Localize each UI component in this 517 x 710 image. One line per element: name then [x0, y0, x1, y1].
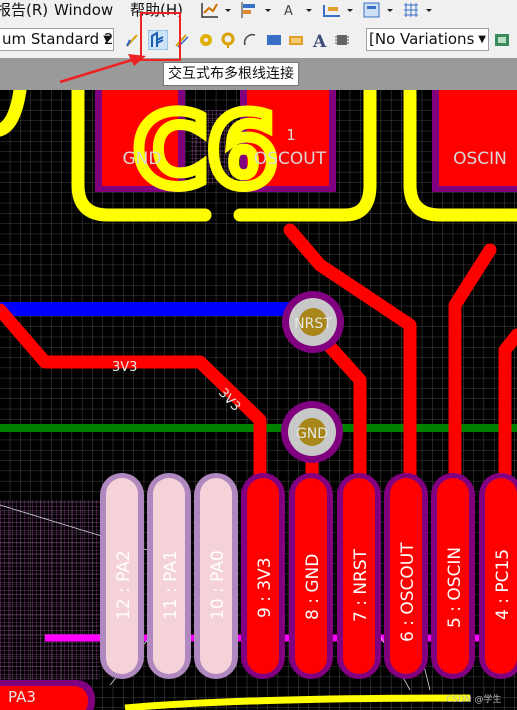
pad-gnd[interactable] — [102, 90, 178, 186]
pad-oscin[interactable] — [439, 90, 517, 186]
pin-5[interactable]: 5 : OSCIN — [431, 473, 475, 679]
find-icon[interactable]: A — [282, 1, 316, 19]
pad-icon[interactable] — [220, 32, 236, 48]
variations-combo[interactable]: [No Variations ▼ — [366, 28, 489, 51]
polygon-icon[interactable] — [288, 32, 304, 48]
pin-label-6: 6 : OSCOUT — [398, 542, 418, 642]
menu-report[interactable]: 报告(R) — [0, 1, 49, 19]
pad-pa3[interactable]: PA3 — [0, 680, 95, 710]
pin-8[interactable]: 8 : GND — [289, 473, 333, 679]
menu-bar: 报告(R) Window 帮助(H) A — [0, 0, 517, 24]
pad-label-pa3: PA3 — [8, 688, 36, 706]
silkscreen-outline — [0, 90, 517, 222]
report-icon[interactable] — [200, 1, 234, 19]
align-icon[interactable] — [241, 1, 275, 19]
pin-6[interactable]: 6 : OSCOUT — [384, 473, 428, 679]
standard-combo[interactable]: um Standard 2 ▼ — [0, 28, 114, 51]
pin-label-7: 7 : NRST — [351, 548, 371, 622]
svg-text:A: A — [312, 32, 327, 48]
tooltip: 交互式布多根线连接 — [163, 62, 299, 86]
pad-oscout[interactable] — [247, 90, 329, 186]
svg-text:A: A — [284, 4, 293, 19]
via-gnd[interactable]: GND — [281, 401, 343, 463]
chevron-down-icon: ▼ — [103, 34, 111, 45]
standard-combo-value: um Standard 2 — [2, 30, 114, 48]
polygon-hatch-top — [190, 110, 235, 185]
pin-10[interactable]: 10 : PA0 — [194, 473, 238, 679]
via-label-gnd: GND — [296, 426, 328, 442]
pin-7[interactable]: 7 : NRST — [337, 473, 381, 679]
blue-trace[interactable] — [0, 302, 310, 316]
fill-icon[interactable] — [266, 32, 282, 48]
route-single-icon[interactable] — [124, 32, 140, 48]
variant-icon[interactable] — [494, 32, 510, 48]
pin-9[interactable]: 9 : 3V3 — [241, 473, 285, 679]
via-icon[interactable] — [198, 32, 214, 48]
toolbar: um Standard 2 ▼ A [No Variations ▼ — [0, 24, 517, 58]
text-icon[interactable]: A — [312, 32, 328, 48]
pin-11[interactable]: 11 : PA1 — [147, 473, 191, 679]
watermark: CSDN @学生 — [446, 693, 502, 705]
via-nrst[interactable]: NRST — [282, 291, 344, 353]
pin-4[interactable]: 4 : PC15 — [479, 473, 517, 679]
via-label-nrst: NRST — [294, 316, 332, 332]
arc-icon[interactable] — [242, 32, 258, 48]
trace-3v3[interactable] — [0, 303, 267, 567]
pin-12[interactable]: 12 : PA2 — [100, 473, 144, 679]
highlight-box — [140, 12, 181, 61]
pad-number: 1 — [286, 126, 296, 144]
pin-label-9: 9 : 3V3 — [255, 557, 275, 618]
trace-oscout[interactable] — [283, 223, 417, 567]
pad-label-oscout: OSCOUT — [254, 149, 327, 169]
route-multiple-icon[interactable] — [148, 30, 168, 50]
menu-help[interactable]: 帮助(H) — [130, 1, 183, 19]
dimension-icon[interactable] — [322, 1, 356, 19]
pad-label-oscin: OSCIN — [453, 149, 507, 169]
pin-label-5: 5 : OSCIN — [445, 547, 465, 628]
net-label-3v3: 3V3 — [112, 360, 137, 375]
pcb-canvas[interactable]: C6 GND 1 OSCOUT OSCIN NRST GND 3V3 3V3 1… — [0, 90, 517, 710]
variations-combo-value: [No Variations — [369, 30, 475, 48]
silk-ref: C6 — [134, 92, 277, 209]
pin-label-10: 10 : PA0 — [208, 550, 228, 620]
pad-label-gnd: GND — [123, 149, 162, 169]
pin-label-11: 11 : PA1 — [161, 550, 181, 620]
component-icon[interactable] — [334, 32, 350, 48]
chevron-down-icon: ▼ — [478, 34, 486, 45]
grid-icon[interactable] — [402, 1, 436, 19]
pin-label-12: 12 : PA2 — [114, 550, 134, 620]
menu-window[interactable]: Window — [54, 1, 114, 19]
silkscreen-bottom — [124, 694, 471, 710]
annotation-arrow — [59, 54, 146, 84]
polygon-hatch-left — [0, 500, 100, 680]
pin-label-8: 8 : GND — [303, 554, 323, 620]
pin-label-4: 4 : PC15 — [493, 549, 513, 620]
room-icon[interactable] — [362, 1, 396, 19]
